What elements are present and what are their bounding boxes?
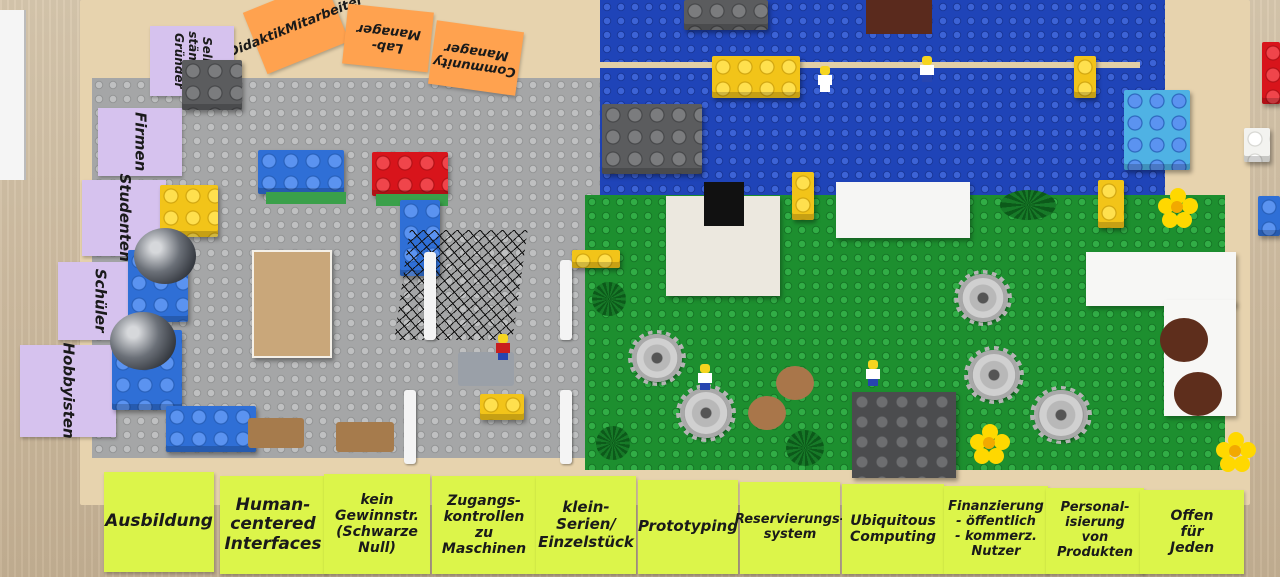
- note-prototyping: Prototyping: [638, 480, 738, 574]
- green-plant-3: [786, 430, 824, 466]
- note-lab-manager: Lab-Manager: [342, 3, 434, 73]
- white-post-2: [404, 390, 416, 464]
- minifigure-4: [698, 364, 712, 390]
- gear-plate-2: [968, 350, 1020, 400]
- white-shelf: [1086, 252, 1236, 306]
- red-brick: [372, 152, 448, 196]
- note-ausbildung: Ausbildung: [104, 472, 214, 572]
- gear-plate: [958, 274, 1008, 322]
- note-kleinserien: klein-Serien/Einzelstück: [536, 476, 636, 574]
- gear-plate-3: [1034, 390, 1088, 440]
- black-fence: [602, 104, 702, 174]
- dome-piece-2: [110, 312, 176, 370]
- note-finanzierung: Finanzierung- öffentlich- kommerz.Nutzer: [944, 486, 1048, 574]
- round-wooden-table-2: [748, 396, 786, 430]
- black-screen: [704, 182, 744, 226]
- black-net: [394, 230, 528, 340]
- green-plant-2: [596, 426, 630, 460]
- yellow-table: [712, 56, 800, 98]
- wooden-bench-2: [336, 422, 394, 452]
- dark-grey-plate: [852, 392, 956, 478]
- green-plate: [266, 192, 346, 204]
- round-wooden-table: [776, 366, 814, 400]
- note-hobbyisten: Hobbyisten: [20, 343, 116, 439]
- green-plant: [592, 282, 626, 316]
- black-vehicle: [684, 0, 768, 30]
- baseplate-seam: [600, 62, 1140, 68]
- green-plant-4: [1000, 190, 1056, 220]
- white-post-4: [560, 390, 572, 464]
- note-firmen: Firmen: [98, 108, 182, 176]
- brown-pot-2: [1174, 372, 1222, 416]
- gear-plate-5: [680, 388, 732, 438]
- cardboard-table: [252, 250, 332, 358]
- minifigure-2: [818, 66, 832, 92]
- minifigure: [496, 334, 510, 360]
- gear-plate-4: [632, 334, 682, 382]
- yellow-flower-2: [970, 424, 1010, 464]
- minifigure-3: [920, 56, 934, 82]
- yellow-flower-3: [1216, 432, 1256, 472]
- brown-pot: [1160, 318, 1208, 362]
- white-stray-brick: [1244, 128, 1270, 162]
- yellow-strip: [1074, 56, 1096, 98]
- yellow-plate-2: [572, 250, 620, 268]
- white-panel: [836, 182, 970, 238]
- white-post-3: [560, 260, 572, 340]
- white-post: [424, 252, 436, 340]
- yellow-strip-2: [792, 172, 814, 220]
- red-stray-brick: [1262, 42, 1280, 104]
- red-dark-shelf: [866, 0, 932, 34]
- note-reservierung: Reservierungs-system: [735, 482, 845, 574]
- yellow-plate: [480, 394, 524, 420]
- notebook-edge: [0, 10, 26, 180]
- blue-brick-bottom: [166, 406, 256, 452]
- wooden-bench: [248, 418, 304, 448]
- dark-brick-cluster: [182, 60, 242, 110]
- yellow-flower: [1158, 188, 1198, 228]
- blue-brick: [258, 150, 344, 194]
- yellow-strip-3: [1098, 180, 1124, 228]
- dome-piece: [134, 228, 196, 284]
- minifigure-5: [866, 360, 880, 386]
- light-blue-slide: [1124, 90, 1190, 170]
- blue-stray-brick: [1258, 196, 1280, 236]
- yellow-brick: [160, 185, 218, 237]
